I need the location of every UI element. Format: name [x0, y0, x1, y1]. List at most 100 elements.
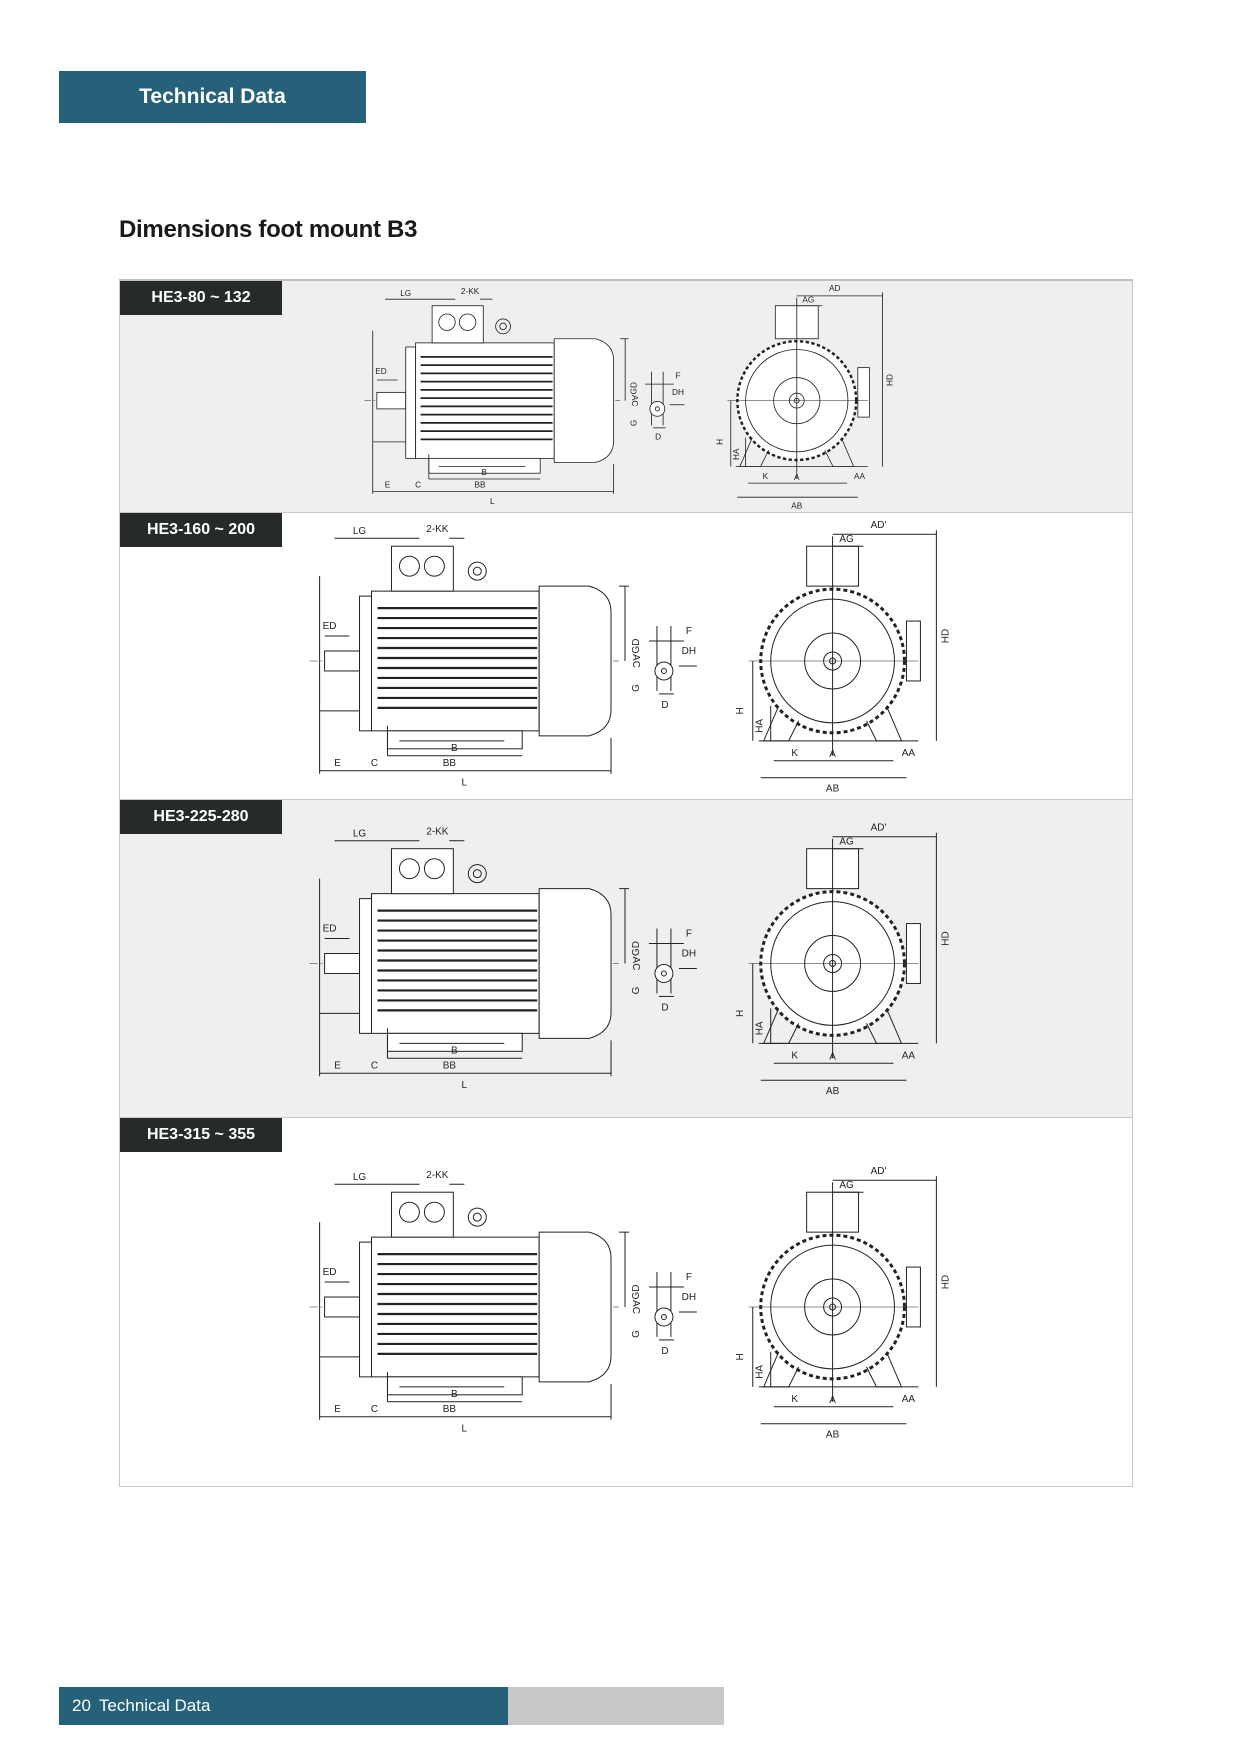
end-view-drawing [727, 292, 883, 498]
dimension-label-l: L [462, 778, 468, 789]
dimension-label-f: F [686, 929, 692, 940]
page-footer: 20 Technical Data [59, 1687, 508, 1725]
dimension-label-kk: 2-KK [426, 1170, 449, 1181]
dimension-label-c: C [371, 1060, 378, 1071]
drawing-row: HE3-160 ~ 200 L [120, 513, 1132, 800]
footer-section: Technical Data [98, 1696, 211, 1715]
dimension-label-bb: BB [443, 1060, 457, 1071]
side-view-drawing [309, 537, 629, 774]
side-view-drawing [309, 1183, 629, 1420]
dimension-label-b: B [451, 743, 458, 754]
dimension-label-ed: ED [323, 924, 337, 935]
dimension-label-a: A [829, 749, 836, 760]
shaft-section-drawing [648, 1272, 697, 1341]
dimension-label-k: K [791, 1394, 798, 1405]
frame-size-label: HE3-80 ~ 132 [120, 281, 282, 315]
drawing-row: HE3-315 ~ 355 L [120, 1118, 1132, 1486]
dimension-label-g: G [630, 420, 639, 426]
footer-bar [508, 1687, 724, 1725]
dimension-label-ed: ED [323, 1267, 337, 1278]
dimension-label-g: G [631, 986, 642, 994]
dimension-label-lg: LG [353, 1172, 367, 1183]
dimension-label-g: G [631, 1330, 642, 1338]
dimension-label-ab: AB [826, 1430, 840, 1441]
dimension-label-d: D [661, 1346, 668, 1357]
dimension-label-e: E [334, 758, 341, 769]
dimension-label-a: A [794, 473, 800, 482]
dimension-label-l: L [490, 497, 495, 506]
dimension-label-gd: GD [630, 382, 639, 394]
dimension-label-bb: BB [474, 480, 486, 489]
dimension-label-ha: HA [732, 448, 741, 460]
dimension-label-e: E [334, 1404, 341, 1415]
dimension-label-aa: AA [902, 1050, 916, 1061]
dimension-label-aa: AA [902, 1394, 916, 1405]
dimension-label-f: F [675, 371, 680, 380]
dimension-label-kk: 2-KK [461, 287, 480, 296]
dimension-drawings-panel: HE3-80 ~ 132 LG [119, 279, 1133, 1487]
dimension-label-aa: AA [854, 472, 866, 481]
dimension-label-gd: GD [631, 941, 642, 956]
dimension-label-hd: HD [940, 1275, 951, 1289]
dimension-label-lg: LG [400, 289, 411, 298]
page-number: 20 [72, 1696, 91, 1715]
end-view-drawing [748, 1176, 937, 1425]
dimension-label-ac: AC [630, 395, 639, 407]
dimension-label-dh: DH [672, 388, 684, 397]
dimension-label-aa: AA [902, 748, 916, 759]
dimension-label-c: C [371, 1404, 378, 1415]
dimension-label-e: E [334, 1060, 341, 1071]
dimension-label-h: H [735, 1010, 746, 1017]
dimension-label-ag: AG [839, 1180, 854, 1191]
dimension-label-g: G [631, 684, 642, 692]
dimension-label-b: B [451, 1389, 458, 1400]
dimension-label-ag: AG [839, 534, 854, 545]
dimension-label-ab: AB [826, 784, 840, 795]
dimension-label-dh: DH [682, 646, 696, 657]
frame-size-label: HE3-160 ~ 200 [120, 513, 282, 547]
dimension-label-ha: HA [755, 1021, 766, 1035]
dimension-label-kk: 2-KK [426, 524, 449, 535]
dimension-label-a: A [829, 1395, 836, 1406]
dimension-label-ag: AG [839, 837, 854, 848]
dimension-label-ad: AD [829, 284, 841, 293]
frame-size-label: HE3-315 ~ 355 [120, 1118, 282, 1152]
dimension-label-h: H [716, 439, 725, 445]
frame-size-label: HE3-225-280 [120, 800, 282, 834]
dimension-label-ha: HA [755, 719, 766, 733]
dimension-label-e: E [385, 480, 391, 489]
dimension-label-b: B [481, 468, 487, 477]
dimension-label-ha: HA [755, 1365, 766, 1379]
dimension-label-ab: AB [791, 502, 803, 511]
dimension-label-gd: GD [631, 1285, 642, 1300]
dimension-label-dh: DH [682, 1292, 696, 1303]
dimension-label-ac: AC [630, 654, 641, 668]
dimension-label-c: C [415, 480, 421, 489]
dimension-label-ac: AC [630, 957, 641, 971]
dimension-label-h: H [735, 1353, 746, 1360]
section-header: Technical Data [59, 71, 366, 123]
side-view-drawing [364, 298, 629, 494]
page-title: Dimensions foot mount B3 [119, 216, 418, 243]
dimension-label-d: D [661, 1002, 668, 1013]
dimension-label-k: K [791, 748, 798, 759]
dimension-label-ad: AD' [871, 823, 887, 834]
dimension-label-lg: LG [353, 829, 367, 840]
end-view-drawing [748, 530, 937, 779]
dimension-label-hd: HD [940, 931, 951, 945]
dimension-label-hd: HD [885, 374, 894, 386]
section-header-title: Technical Data [139, 85, 286, 108]
dimension-label-ad: AD' [871, 1166, 887, 1177]
dimension-label-hd: HD [940, 629, 951, 643]
dimension-label-ag: AG [802, 295, 814, 304]
shaft-section-drawing [648, 928, 697, 997]
side-view-drawing [309, 840, 629, 1077]
dimension-label-a: A [829, 1051, 836, 1062]
dimension-label-ed: ED [375, 367, 387, 376]
dimension-label-k: K [791, 1050, 798, 1061]
dimension-label-kk: 2-KK [426, 827, 449, 838]
